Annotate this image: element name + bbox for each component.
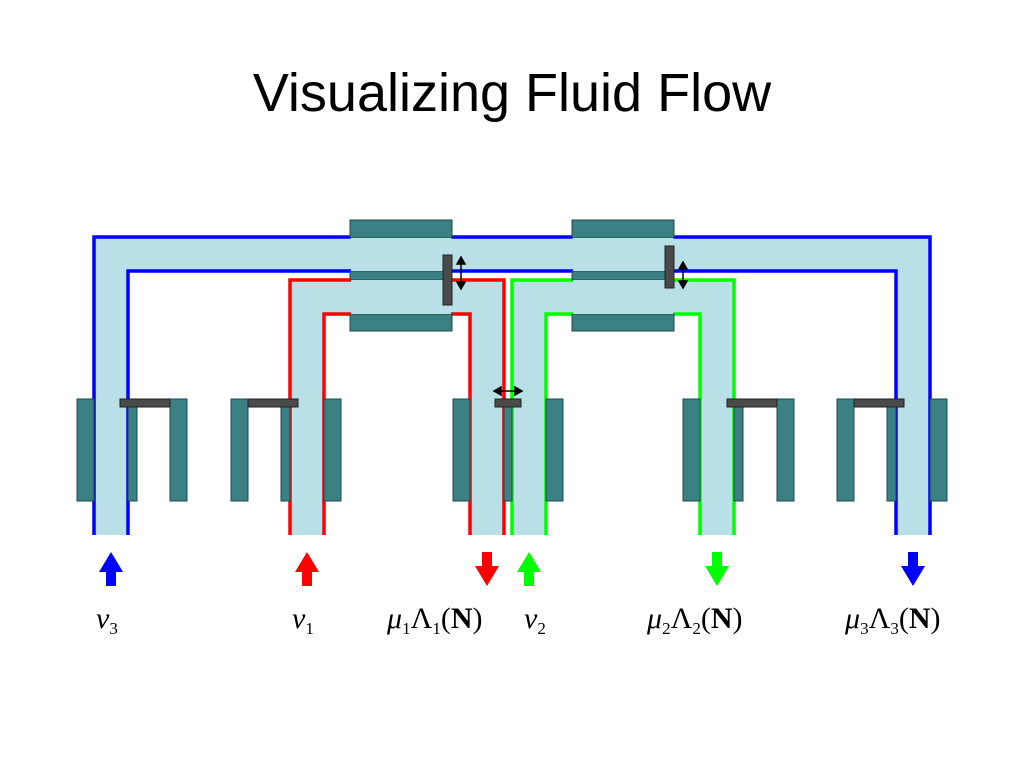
block: [230, 398, 249, 502]
block: [682, 398, 701, 502]
up-arrow-icon: [99, 552, 123, 586]
block: [280, 398, 291, 502]
top-valves: [442, 245, 689, 306]
top-valve-1: [442, 254, 453, 306]
housing-1-mid-plate: [349, 270, 453, 281]
up-arrow-icon: [295, 552, 319, 586]
housing-2-mid-plate: [571, 270, 675, 281]
housing-2-bottom-plate: [571, 313, 675, 332]
slide-title: Visualizing Fluid Flow: [252, 63, 772, 123]
pipe-blue-right-vertical: [896, 237, 930, 535]
block: [127, 398, 138, 502]
valve-bar: [119, 398, 171, 408]
block: [452, 398, 471, 502]
pipe-blue-top-horizontal: [94, 237, 930, 271]
leftright-arrow-icon: [492, 385, 524, 397]
block: [836, 398, 855, 502]
label-nu3: ν3: [96, 602, 118, 638]
updown-arrow-icon: [677, 260, 689, 290]
housing-1-bottom-plate: [349, 313, 453, 332]
block: [76, 398, 95, 502]
block: [503, 398, 513, 502]
down-arrow-icon: [475, 552, 499, 586]
pipe-blue-left-vertical: [94, 237, 128, 535]
bottom-blocks: [76, 398, 948, 502]
down-arrow-icon: [901, 552, 925, 586]
updown-arrow-icon: [455, 255, 467, 291]
block: [323, 398, 342, 502]
block: [776, 398, 795, 502]
down-arrow-icon: [705, 552, 729, 586]
valve-bar: [853, 398, 905, 408]
label-mu3-lambda3: μ3Λ3(N): [845, 602, 941, 638]
label-mu2-lambda2: μ2Λ2(N): [647, 602, 743, 638]
label-nu2: ν2: [524, 602, 546, 638]
flow-arrows: [99, 552, 925, 586]
block: [733, 398, 744, 502]
block: [929, 398, 948, 502]
label-nu1: ν1: [292, 602, 314, 638]
block: [169, 398, 188, 502]
block: [886, 398, 897, 502]
valve-bar: [726, 398, 778, 408]
housing-2-top-plate: [571, 219, 675, 239]
housing-1-top-plate: [349, 219, 453, 239]
up-arrow-icon: [517, 552, 541, 586]
label-mu1-lambda1: μ1Λ1(N): [387, 602, 483, 638]
bottom-valves: [119, 398, 905, 408]
valve-bar: [494, 398, 522, 408]
top-valve-2: [664, 245, 675, 289]
valve-bar: [247, 398, 299, 408]
block: [545, 398, 564, 502]
